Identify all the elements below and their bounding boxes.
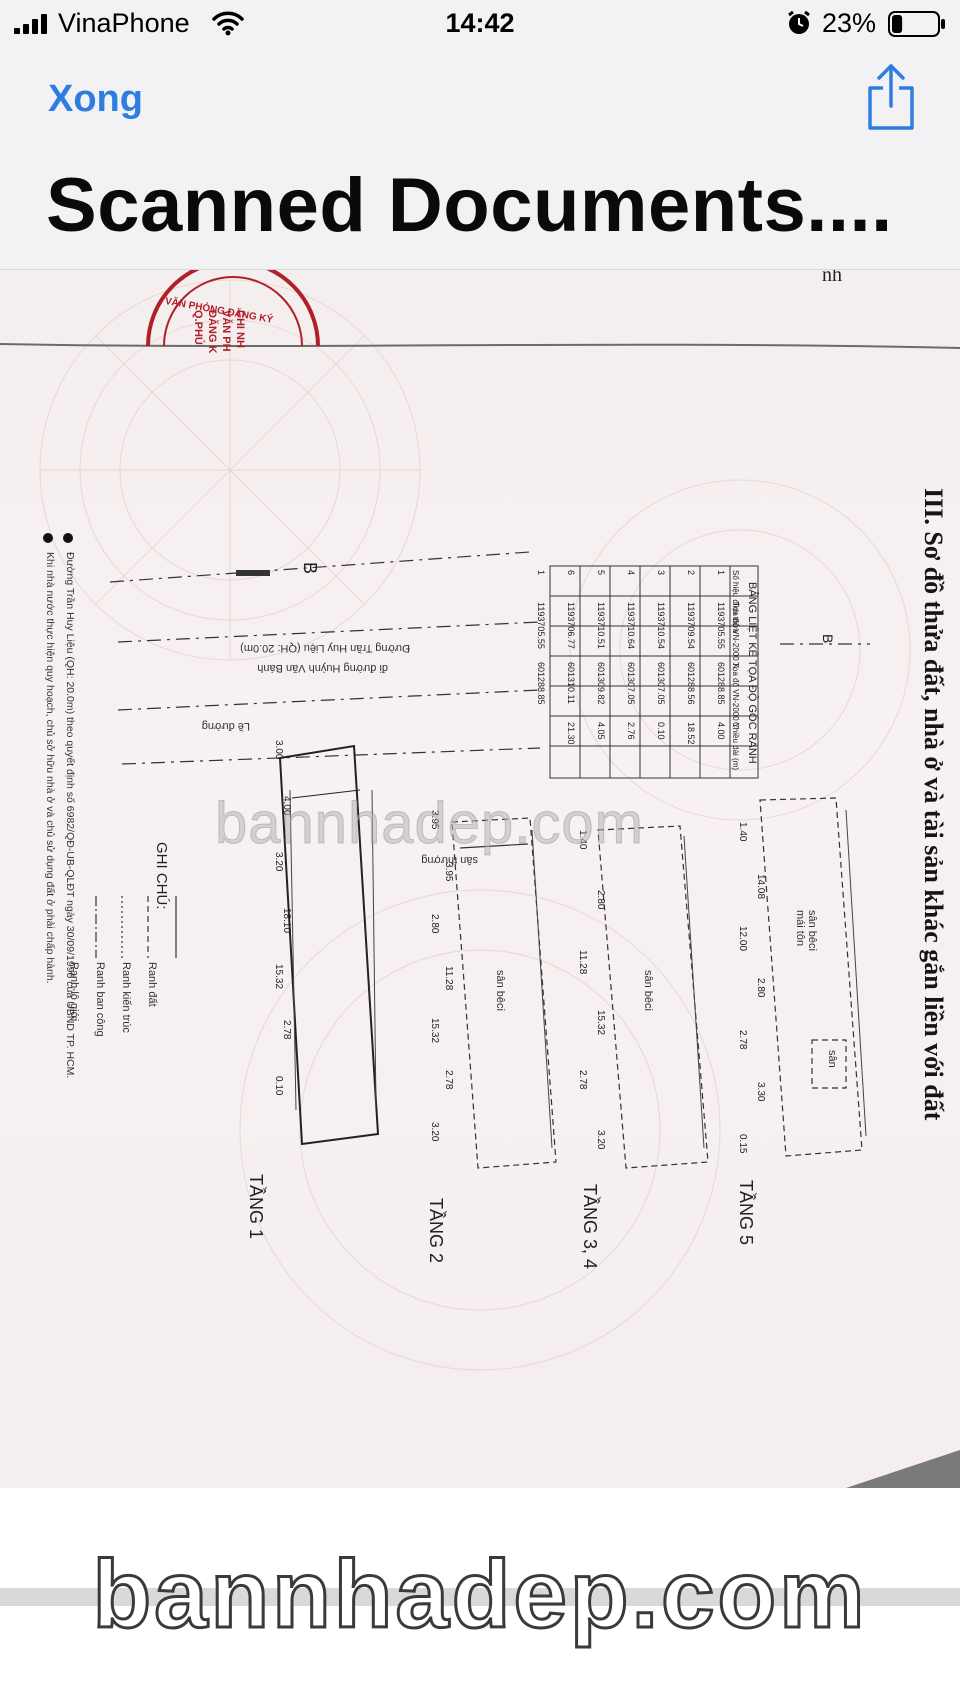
alarm-icon	[788, 10, 810, 34]
section-marker-right: B	[820, 634, 836, 644]
dimension-label: 18.10	[281, 908, 292, 934]
dimension-label: 3.20	[595, 1130, 606, 1150]
coord-table-header: Tọa độ VN-2000 X	[731, 602, 740, 669]
coord-table-cell: 601288.85	[536, 662, 546, 705]
dimension-label: 2.80	[595, 890, 606, 910]
dimension-label: 14.08	[755, 874, 766, 900]
scanned-document: III. Sơ đồ thửa đất, nhà ở và tài sản kh…	[0, 270, 960, 1488]
floor-label-2: TẦNG 2	[426, 1198, 446, 1264]
corner-fragment: nh	[822, 270, 842, 286]
coord-table-cell: 4.00	[716, 722, 726, 740]
room-label-2: sân bêci	[494, 970, 506, 1011]
official-stamp	[146, 270, 320, 347]
coord-table-cell: 3	[656, 570, 666, 576]
alley-label: Lề đường	[201, 720, 250, 732]
dimension-label: 11.28	[577, 950, 588, 975]
dimension-label: 2.78	[281, 1020, 292, 1040]
coord-table-cell: 601307.05	[626, 662, 636, 705]
signal-strength-icon	[14, 14, 47, 34]
battery-percent: 23%	[822, 8, 877, 38]
footer-watermark: bannhadep.com	[91, 1540, 868, 1650]
dimension-label: 0.15	[737, 1134, 748, 1154]
dimension-label: 0.10	[273, 1076, 284, 1096]
room-label-3: sân bêci	[642, 970, 654, 1011]
coord-table-cell: 0.10	[656, 722, 666, 740]
legend-item-3: Ranh ban công	[94, 962, 106, 1037]
status-bar: VinaPhone 14:42 23%	[0, 0, 960, 50]
coord-table-header: Tọa độ VN-2000 Y	[731, 662, 740, 729]
floor-label-3: TẦNG 3, 4	[580, 1184, 600, 1270]
coord-table-cell: 601309.82	[596, 662, 606, 705]
dimension-label: 2.80	[755, 978, 766, 998]
dimension-label: 2.78	[737, 1030, 748, 1050]
dimension-label: 2.80	[429, 914, 440, 934]
document-heading: III. Sơ đồ thửa đất, nhà ở và tài sản kh…	[919, 488, 948, 1121]
coord-table-cell: 1193705.55	[716, 602, 726, 649]
coord-table-cell: 1193710.51	[596, 602, 606, 649]
wifi-icon	[212, 11, 244, 36]
coord-table-cell: 1	[536, 570, 546, 576]
dimension-label: 11.28	[443, 966, 454, 991]
coord-table-cell: 21.30	[566, 722, 576, 745]
carrier-name: VinaPhone	[58, 8, 190, 38]
coord-table-cell: 601288.85	[716, 662, 726, 705]
dimension-label: 2.78	[577, 1070, 588, 1090]
coord-table-cell: 1193705.55	[536, 602, 546, 649]
note-line-1: Đường Trần Huy Liệu (QH: 20.0m) theo quy…	[64, 552, 76, 1079]
room-label-4: sân bêci	[806, 910, 818, 951]
coord-table-cell: 1193706.77	[566, 602, 576, 649]
stamp-line-3: ĐĂNG K	[206, 310, 218, 354]
done-button[interactable]: Xong	[48, 78, 143, 120]
share-icon[interactable]	[866, 62, 916, 132]
coord-table-cell: 601310.11	[566, 662, 576, 704]
dimension-label: 1.40	[737, 822, 748, 842]
floor-label-4: TẦNG 5	[736, 1180, 756, 1246]
scan-watermark: bannhadep.com	[215, 791, 644, 857]
dimension-label: 15.32	[273, 964, 284, 990]
room-label-5: mái tôn	[794, 910, 806, 947]
dimension-label: 12.00	[737, 926, 748, 952]
dimension-label: 3.00	[273, 740, 284, 760]
legend-item-2: Ranh kiến trúc	[120, 962, 132, 1033]
coord-table-cell: 2	[686, 570, 696, 576]
page-title: Scanned Documents....	[46, 163, 893, 248]
bottom-band	[0, 1588, 960, 1606]
dimension-label: 15.32	[595, 1010, 606, 1036]
coord-table-cell: 601307.05	[656, 662, 666, 705]
coord-table-cell: 1193709.54	[686, 602, 696, 649]
nav-header: Xong Scanned Documents....	[0, 50, 960, 270]
coord-table-title: BẢNG LIỆT KÊ TỌA ĐỘ GÓC RANH	[746, 582, 758, 764]
legend-item-1: Ranh đất	[146, 962, 158, 1007]
coord-table-cell: 601288.56	[686, 662, 696, 705]
battery-icon	[888, 11, 945, 37]
coord-table-cell: 1	[716, 570, 726, 576]
dimension-label: 15.32	[429, 1018, 440, 1044]
dimension-label: 3.30	[755, 1082, 766, 1102]
notes-heading: GHI CHÚ:	[153, 842, 170, 910]
dimension-label: 2.78	[443, 1070, 454, 1090]
coord-table-cell: 18.52	[686, 722, 696, 745]
status-time: 14:42	[445, 8, 515, 38]
dimension-label: 3.95	[443, 862, 454, 882]
stamp-line-4: Q.PHÚ	[192, 310, 204, 345]
stamp-line-1: CHI NH	[234, 310, 246, 348]
coord-table-cell: 1193710.64	[626, 602, 636, 649]
street-label-main: Đường Trần Huy Liệu (QH: 20.0m)	[240, 642, 410, 654]
coord-table-cell: 2.76	[626, 722, 636, 740]
floor-label-1: TẦNG 1	[246, 1174, 266, 1240]
coord-table-cell: 5	[596, 570, 606, 576]
coord-table-cell: 6	[566, 570, 576, 576]
document-drawing	[0, 270, 960, 1488]
coord-table-cell: 1193710.54	[656, 602, 666, 649]
coord-table-cell: 4	[626, 570, 636, 576]
section-marker-left: B	[300, 562, 320, 575]
coord-table-header: Chiều dài (m)	[731, 722, 740, 771]
dimension-label: 3.20	[429, 1122, 440, 1142]
coord-table-cell: 4.05	[596, 722, 606, 740]
bottom-area: bannhadep.com	[0, 1488, 960, 1707]
stamp-line-2: VĂN PH	[220, 310, 232, 352]
note-line-2: Khi nhà nước thực hiện quy hoạch, chủ sở…	[44, 552, 56, 984]
room-label-6: sân	[826, 1050, 838, 1068]
street-label-secondary: đi đường Huỳnh Văn Bánh	[257, 662, 388, 674]
